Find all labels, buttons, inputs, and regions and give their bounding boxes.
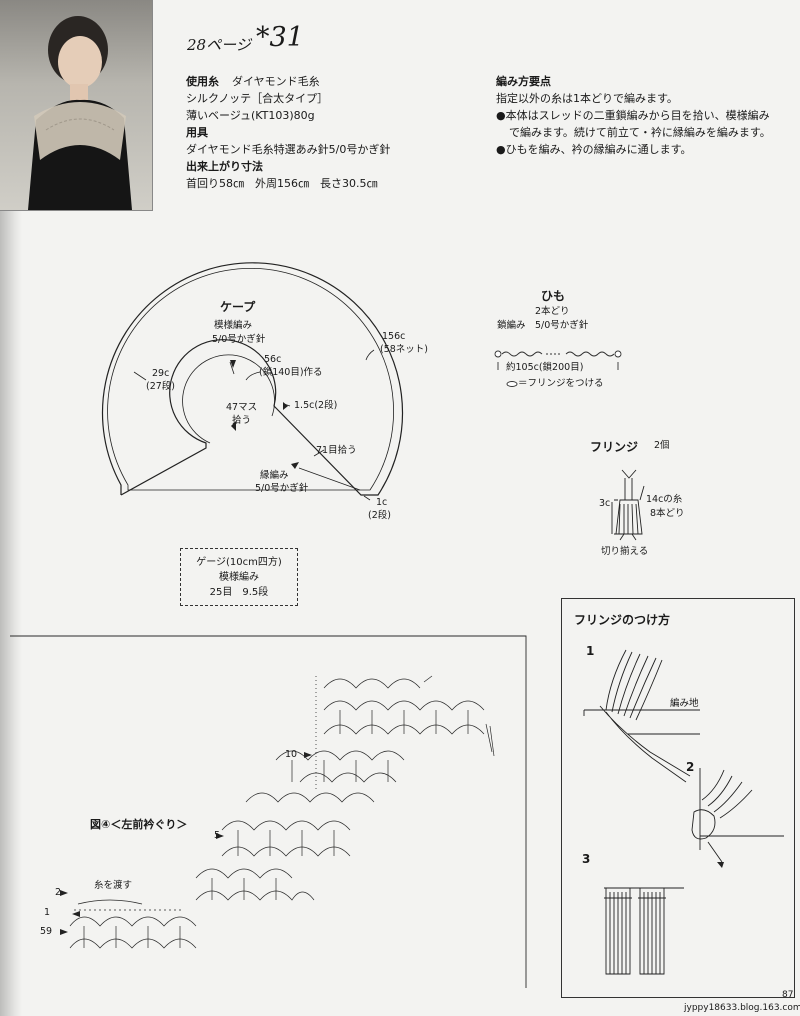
fringe-yarn: 14cの糸 <box>646 494 683 505</box>
cape-edge-width: 1c <box>376 497 388 508</box>
model-photo-figure <box>28 16 132 210</box>
himo-title: ひも <box>541 289 566 303</box>
yarn-heading: 使用糸 <box>186 75 219 88</box>
chart-row-1: 1 <box>44 907 51 918</box>
himo-length: 約105c(鎖200目) <box>506 362 584 373</box>
yarn-name: シルクノッテ［合太タイプ］ <box>186 92 329 105</box>
cape-arrow-down <box>291 462 299 469</box>
fringe-count: 2個 <box>654 440 670 451</box>
himo-legend: ＝フリンジをつける <box>518 378 604 389</box>
cape-neck-length: 56c <box>264 354 282 365</box>
cape-side-rows: (27段) <box>146 381 176 392</box>
himo-stitch: 鎖編み 5/0号かぎ針 <box>497 320 589 331</box>
page-gutter-shadow <box>0 210 22 1016</box>
size-text: 首回り58㎝ 外周156㎝ 長さ30.5㎝ <box>186 177 378 190</box>
cape-pickup: 47マス <box>226 402 258 413</box>
fringe-attach-box <box>561 598 795 998</box>
fringe-strands: 8本どり <box>650 508 685 519</box>
fringe-attach-fabric-label: 編み地 <box>670 698 699 709</box>
cape-pick-71: 71目拾う <box>316 445 357 456</box>
cape-pattern: 模様編み <box>214 320 253 331</box>
cape-title: ケープ <box>220 300 256 314</box>
instructions-line-2: ●本体はスレッドの二重鎖編みから目を拾い、模様編み <box>496 109 770 122</box>
cape-hook: 5/0号かぎ針 <box>212 334 266 345</box>
gauge-line-1: ゲージ(10cm四方) <box>196 557 282 568</box>
chart-row-5: 5 <box>214 830 221 841</box>
cape-diagram <box>101 262 404 501</box>
chart-row-59: 59 <box>40 926 53 937</box>
instructions-line-4: ●ひもを編み、衿の縁編みに通します。 <box>496 143 692 156</box>
cape-outer-nets: (58ネット) <box>380 344 429 355</box>
cape-edge-hook: 5/0号かぎ針 <box>255 483 309 494</box>
cape-arrow-left <box>231 421 236 431</box>
cape-band-width: 1.5c(2段) <box>294 400 338 411</box>
fringe-diagram <box>611 469 645 541</box>
fringe-length: 3c <box>599 498 611 509</box>
yarn-brand: ダイヤモンド毛糸 <box>232 75 320 88</box>
page-number: 87 <box>782 990 794 1000</box>
stitch-chart <box>10 635 527 988</box>
tools-heading: 用具 <box>186 126 208 139</box>
cape-pickup-2: 拾う <box>232 415 252 426</box>
cape-arrow-up <box>230 360 236 368</box>
chart-pass-yarn: 糸を渡す <box>94 880 133 891</box>
gauge-box: ゲージ(10cm四方) 模様編み 25目 9.5段 <box>180 548 298 606</box>
model-photo <box>0 0 153 211</box>
instructions-line-1: 指定以外の糸は1本どりで編みます。 <box>496 92 678 105</box>
chart-row-arrows <box>60 752 312 935</box>
fringe-attach-illustrations <box>583 649 784 975</box>
chart-row-10: 10 <box>285 749 298 760</box>
instructions-heading: 編み方要点 <box>496 75 551 88</box>
instructions-line-3: で編みます。続けて前立て・衿に縁編みを編みます。 <box>509 126 771 139</box>
himo-chain <box>494 350 622 387</box>
chart-title: 図④＜左前衿ぐり＞ <box>90 818 188 831</box>
fringe-attach-arrow <box>717 862 724 868</box>
cape-edge: 縁編み <box>260 470 289 481</box>
page-reference: 28ページ <box>187 36 251 54</box>
gauge-line-2: 模様編み <box>219 572 259 583</box>
himo-strands: 2本どり <box>535 306 570 317</box>
source-watermark: jyppy18633.blog.163.com <box>684 1003 800 1013</box>
cape-arrow-right <box>283 402 288 410</box>
gauge-line-3: 25目 9.5段 <box>209 587 269 598</box>
fringe-attach-title: フリンジのつけ方 <box>574 613 671 627</box>
fringe-attach-step-1: 1 <box>586 644 595 658</box>
fringe-cut: 切り揃える <box>601 546 649 557</box>
fringe-attach-step-2: 2 <box>686 760 695 774</box>
cape-neck-chain: (鎖140目)作る <box>259 367 323 378</box>
yarn-color: 薄いベージュ(KT103)80g <box>186 109 315 122</box>
cape-side-length: 29c <box>152 368 170 379</box>
cape-edge-rows: (2段) <box>368 510 391 521</box>
cape-outer-length: 156c <box>382 331 406 342</box>
fringe-title: フリンジ <box>590 440 639 454</box>
pattern-number: *31 <box>256 22 304 53</box>
chart-row-2: 2 <box>55 887 62 898</box>
fringe-attach-step-3: 3 <box>582 852 591 866</box>
size-heading: 出来上がり寸法 <box>186 160 263 173</box>
tools-text: ダイヤモンド毛糸特選あみ針5/0号かぎ針 <box>186 143 391 156</box>
